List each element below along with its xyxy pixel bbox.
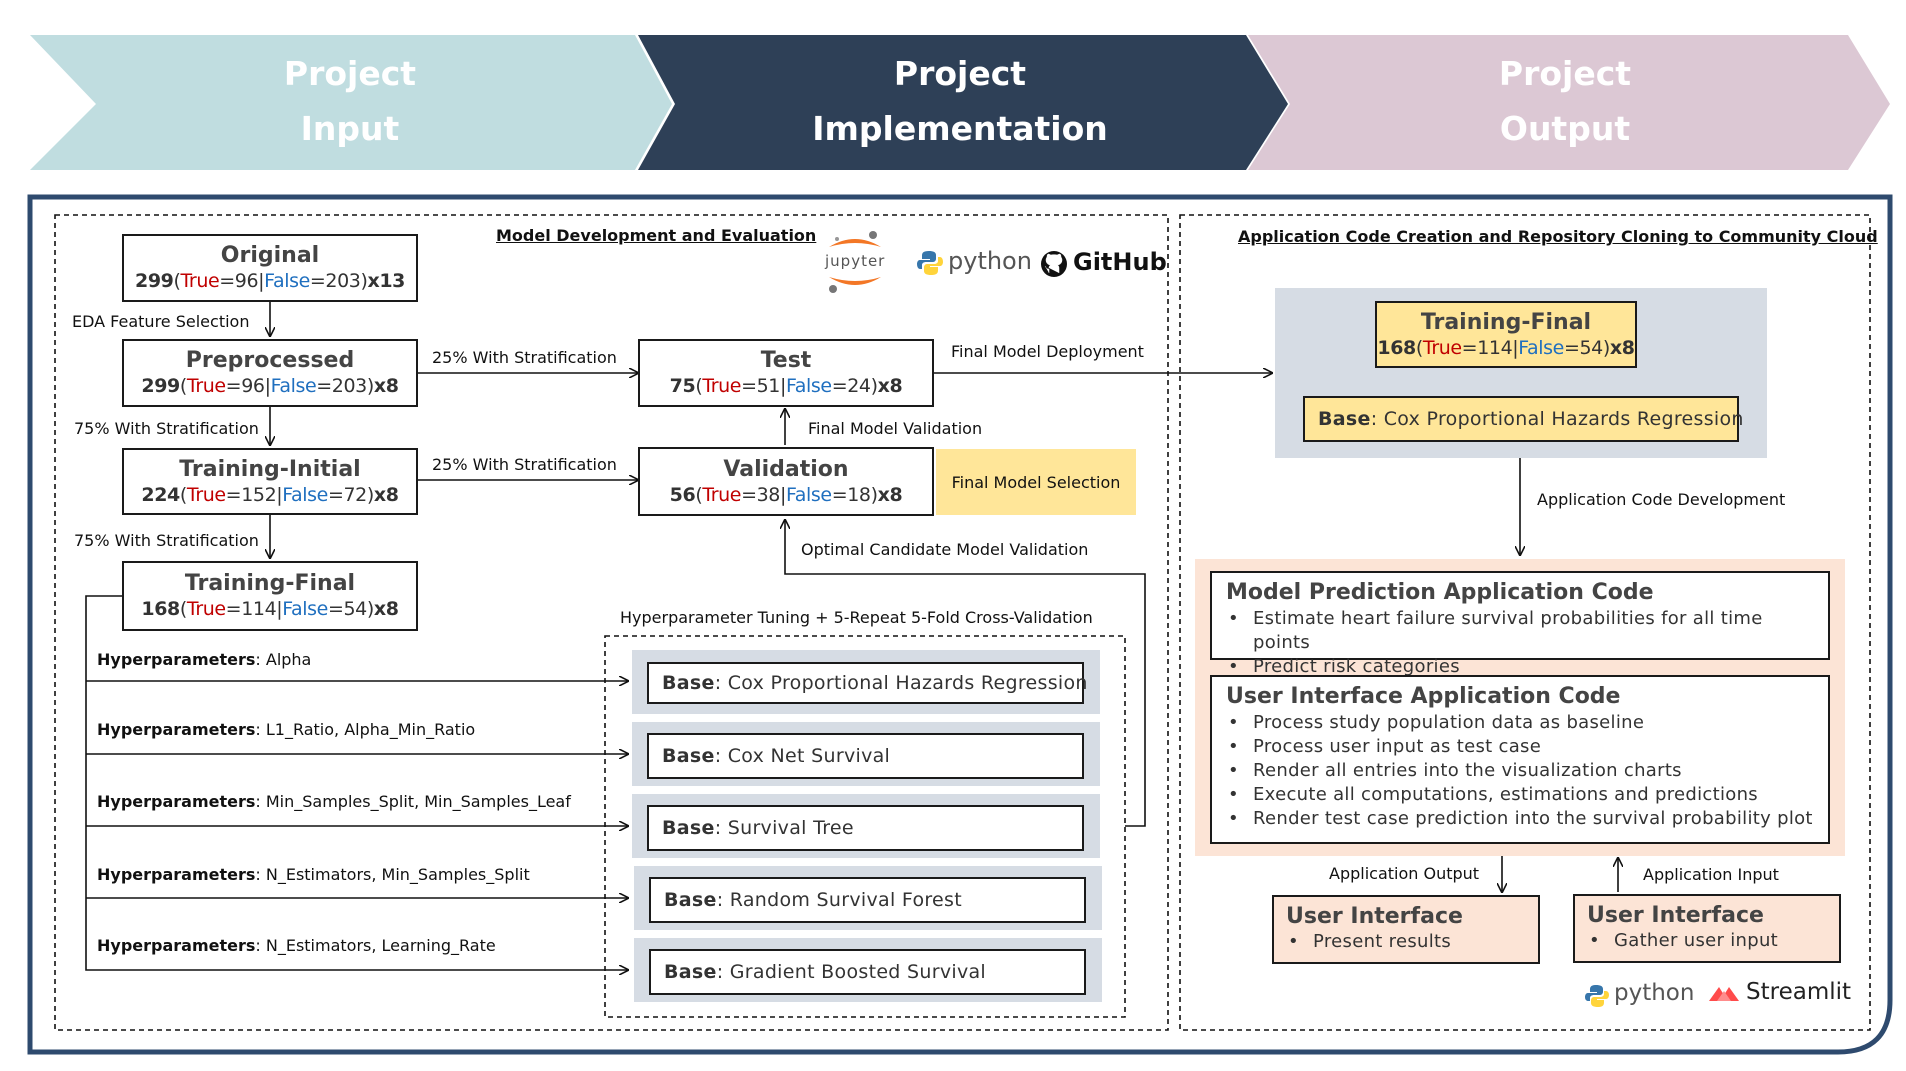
model-prediction-item: Estimate heart failure survival probabil… <box>1226 607 1814 655</box>
node-test-title: Test <box>760 348 812 373</box>
python-icon <box>1585 985 1609 1007</box>
node-training-final-deploy-count: 168(True=114|False=54)x8 <box>1377 336 1635 359</box>
ui-output-item: Present results <box>1286 930 1526 954</box>
chevron-input <box>30 35 672 170</box>
user-interface-item: Process user input as test case <box>1226 735 1814 759</box>
streamlit-icon <box>1709 987 1739 1001</box>
ui-input-title: User Interface <box>1587 903 1764 928</box>
base-model-4: Base: Gradient Boosted Survival <box>649 949 1086 995</box>
node-training-initial-title: Training-Initial <box>179 456 361 482</box>
jupyter-icon <box>829 231 881 293</box>
node-training-final: Training-Final 168(True=114|False=54)x8 <box>122 561 418 631</box>
label-final-model-deployment: Final Model Deployment <box>951 342 1144 361</box>
node-validation-count: 56(True=38|False=18)x8 <box>669 483 903 506</box>
python-icon <box>917 251 943 275</box>
ui-output-title: User Interface <box>1286 904 1463 929</box>
user-interface-item: Process study population data as baselin… <box>1226 711 1814 735</box>
left-panel-title: Model Development and Evaluation <box>496 226 817 245</box>
github-icon <box>1041 251 1067 277</box>
user-interface-item: Render all entries into the visualizatio… <box>1226 759 1814 783</box>
node-preprocessed-title: Preprocessed <box>185 348 355 373</box>
base-model-3: Base: Random Survival Forest <box>649 877 1086 923</box>
node-original: Original 299(True=96|False=203)x13 <box>122 234 418 302</box>
ui-input-item: Gather user input <box>1587 929 1827 953</box>
label-app-input: Application Input <box>1643 865 1779 884</box>
base-model-deploy: Base: Cox Proportional Hazards Regressio… <box>1303 396 1743 442</box>
model-prediction-item: Predict risk categories <box>1226 655 1814 679</box>
label-eda: EDA Feature Selection <box>72 312 250 331</box>
node-training-final-title: Training-Final <box>184 571 356 596</box>
label-strat-25-a: 25% With Stratification <box>432 348 617 367</box>
base-model-2: Base: Survival Tree <box>647 805 1084 851</box>
ui-input-box: User Interface Gather user input <box>1573 894 1841 963</box>
hyperparameters-2: Hyperparameters: Min_Samples_Split, Min_… <box>97 792 571 811</box>
node-preprocessed-count: 299(True=96|False=203)x8 <box>141 375 399 397</box>
node-test-count: 75(True=51|False=24)x8 <box>669 375 903 397</box>
user-interface-item: Execute all computations, estimations an… <box>1226 783 1814 807</box>
user-interface-item: Render test case prediction into the sur… <box>1226 807 1814 831</box>
node-test: Test 75(True=51|False=24)x8 <box>638 339 934 407</box>
label-final-model-validation: Final Model Validation <box>808 419 983 438</box>
node-preprocessed: Preprocessed 299(True=96|False=203)x8 <box>122 339 418 407</box>
node-original-count: 299(True=96|False=203)x13 <box>135 270 405 292</box>
node-training-final-count: 168(True=114|False=54)x8 <box>141 598 399 620</box>
hyperparameters-0: Hyperparameters: Alpha <box>97 650 312 669</box>
node-training-initial-count: 224(True=152|False=72)x8 <box>141 483 399 506</box>
model-prediction-title: Model Prediction Application Code <box>1226 580 1654 605</box>
user-interface-code-title: User Interface Application Code <box>1226 684 1621 709</box>
tuning-title: Hyperparameter Tuning + 5-Repeat 5-Fold … <box>620 608 1093 627</box>
chevron-implementation <box>638 35 1288 170</box>
node-training-final-deploy: Training-Final 168(True=114|False=54)x8 <box>1375 301 1637 368</box>
node-training-initial: Training-Initial 224(True=152|False=72)x… <box>122 448 418 515</box>
model-prediction-code: Model Prediction Application Code Estima… <box>1210 571 1830 679</box>
hyperparameters-3: Hyperparameters: N_Estimators, Min_Sampl… <box>97 865 530 884</box>
label-strat-75-a: 75% With Stratification <box>74 419 259 438</box>
hyperparameters-4: Hyperparameters: N_Estimators, Learning_… <box>97 936 496 955</box>
chevron-output <box>1248 35 1890 170</box>
label-strat-75-b: 75% With Stratification <box>74 531 259 550</box>
label-optimal-candidate: Optimal Candidate Model Validation <box>801 540 1089 559</box>
right-panel-title: Application Code Creation and Repository… <box>1238 227 1878 246</box>
user-interface-code: User Interface Application Code Process … <box>1210 675 1830 844</box>
base-model-0: Base: Cox Proportional Hazards Regressio… <box>647 662 1087 704</box>
label-app-output: Application Output <box>1329 864 1480 883</box>
node-training-final-deploy-title: Training-Final <box>1420 309 1592 335</box>
header-chevrons <box>30 35 1890 170</box>
ui-output-box: User Interface Present results <box>1272 895 1540 964</box>
base-model-1: Base: Cox Net Survival <box>647 733 1084 779</box>
node-original-title: Original <box>220 243 320 268</box>
node-validation-title: Validation <box>723 456 849 482</box>
hyperparameters-1: Hyperparameters: L1_Ratio, Alpha_Min_Rat… <box>97 720 476 739</box>
final-model-selection: Final Model Selection <box>936 449 1136 515</box>
jupyter-logo: jupyter <box>823 227 887 297</box>
label-strat-25-b: 25% With Stratification <box>432 455 617 474</box>
label-app-code-dev: Application Code Development <box>1537 490 1786 509</box>
node-validation: Validation 56(True=38|False=18)x8 <box>638 447 934 516</box>
